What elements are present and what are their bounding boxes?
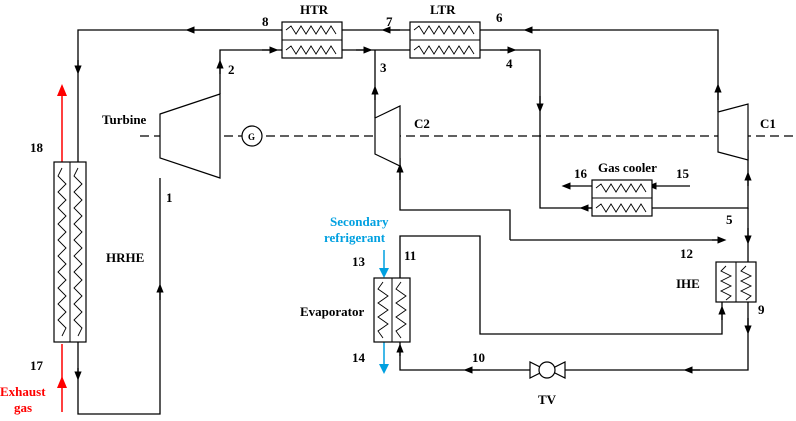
gas-cooler-exchanger bbox=[591, 179, 653, 217]
state-12: 12 bbox=[680, 246, 693, 261]
state-13: 13 bbox=[352, 254, 366, 269]
state-17: 17 bbox=[30, 358, 44, 373]
pipe-9 bbox=[565, 302, 749, 371]
pipe-hrhe-to-turbine bbox=[77, 178, 161, 415]
c1-compressor bbox=[717, 103, 749, 161]
label-evaporator: Evaporator bbox=[300, 304, 365, 319]
pipe-4 bbox=[480, 49, 592, 209]
turbine-body bbox=[159, 93, 221, 179]
ltr-exchanger bbox=[409, 21, 481, 59]
label-ltr: LTR bbox=[430, 2, 456, 17]
label-gas-cooler: Gas cooler bbox=[598, 160, 657, 175]
label-secondary-2: refrigerant bbox=[324, 230, 386, 245]
exhaust-out-arrowhead bbox=[57, 84, 67, 96]
state-7: 7 bbox=[386, 14, 393, 29]
state-9: 9 bbox=[758, 302, 765, 317]
pipe-2 bbox=[219, 49, 282, 94]
state-8: 8 bbox=[262, 14, 269, 29]
c2-compressor bbox=[374, 105, 401, 167]
label-exhaust-2: gas bbox=[14, 400, 32, 415]
state-3: 3 bbox=[380, 60, 387, 75]
label-secondary-1: Secondary bbox=[330, 214, 389, 229]
state-10: 10 bbox=[472, 350, 485, 365]
ihe-exchanger bbox=[715, 261, 757, 303]
state-16: 16 bbox=[574, 166, 588, 181]
hrhe-exchanger bbox=[53, 161, 87, 343]
tv-valve bbox=[529, 361, 566, 379]
label-exhaust-1: Exhaust bbox=[0, 384, 46, 399]
label-htr: HTR bbox=[300, 2, 329, 17]
state-1: 1 bbox=[166, 190, 173, 205]
state-15: 15 bbox=[676, 166, 690, 181]
generator-circle bbox=[241, 125, 263, 147]
htr-exchanger bbox=[281, 21, 343, 59]
pipe-c2-in bbox=[399, 158, 511, 240]
state-14: 14 bbox=[352, 350, 366, 365]
secondary-in-arrowhead bbox=[379, 268, 389, 278]
state-6: 6 bbox=[496, 10, 503, 25]
label-c2: C2 bbox=[414, 116, 430, 131]
state-2: 2 bbox=[228, 62, 235, 77]
label-c1: C1 bbox=[760, 116, 776, 131]
label-generator: G bbox=[248, 132, 255, 142]
state-5: 5 bbox=[726, 212, 733, 227]
label-tv: TV bbox=[538, 392, 557, 407]
label-turbine: Turbine bbox=[102, 112, 147, 127]
state-11: 11 bbox=[404, 248, 416, 263]
label-ihe: IHE bbox=[676, 276, 700, 291]
label-hrhe: HRHE bbox=[106, 250, 144, 265]
exhaust-in-arrowhead bbox=[57, 376, 67, 388]
secondary-out-arrowhead bbox=[379, 364, 389, 374]
pipe-11 bbox=[399, 235, 723, 335]
state-18: 18 bbox=[30, 140, 44, 155]
pipe-5 bbox=[652, 150, 749, 209]
evaporator-exchanger bbox=[373, 277, 411, 343]
pipe-6 bbox=[480, 29, 719, 112]
state-4: 4 bbox=[506, 56, 513, 71]
pipe-10 bbox=[399, 342, 530, 371]
